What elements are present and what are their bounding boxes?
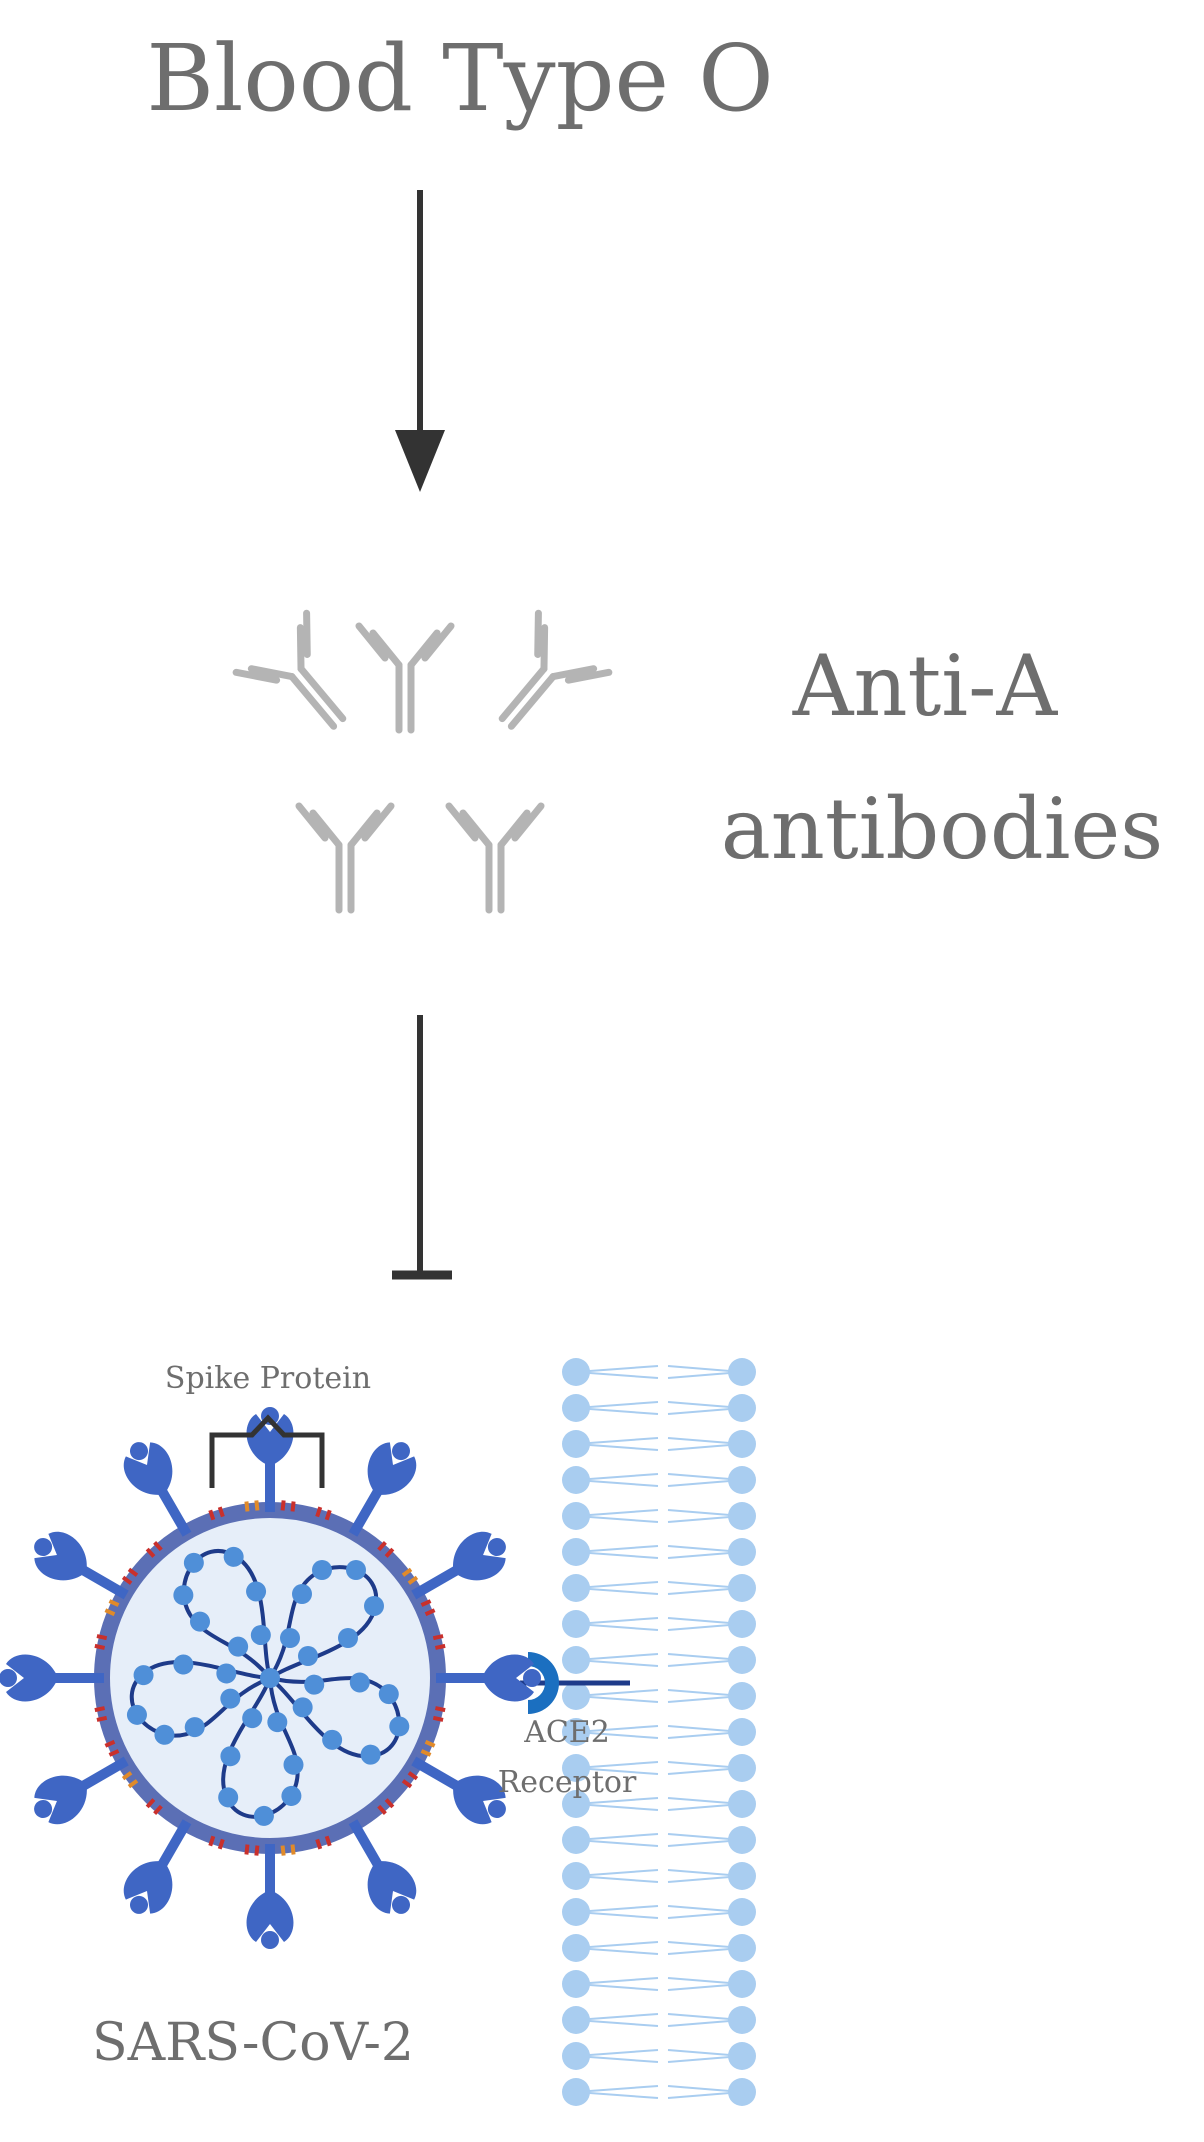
lipid-head — [728, 1898, 756, 1926]
spike-proteins — [0, 1407, 541, 1949]
rna-loop — [173, 1546, 272, 1680]
lipid-head — [728, 1502, 756, 1530]
sars-cov-2-label: SARS-CoV-2 — [92, 2013, 414, 2073]
cell-membrane — [562, 1358, 756, 2106]
lipid-head — [562, 1718, 590, 1746]
lipid-head — [728, 1862, 756, 1890]
lipid-head — [562, 1754, 590, 1782]
lipid-head — [728, 1718, 756, 1746]
lipid-head — [728, 1646, 756, 1674]
lipid-head — [562, 1574, 590, 1602]
spike-protein — [34, 1756, 129, 1825]
spike-protein — [348, 1442, 417, 1537]
lipid-head — [562, 1358, 590, 1386]
lipid-head — [562, 1898, 590, 1926]
activation-arrow — [395, 190, 445, 492]
lipid-head — [728, 2006, 756, 2034]
spike-protein-label: Spike Protein — [165, 1361, 371, 1396]
ace2-label: ACE2 — [523, 1715, 610, 1750]
lipid-head — [562, 1430, 590, 1458]
spike-protein — [436, 1654, 541, 1702]
antibodies-label: antibodies — [721, 780, 1164, 878]
lipid-head — [562, 1502, 590, 1530]
lipid-head — [562, 1862, 590, 1890]
lipid-head — [728, 1430, 756, 1458]
lipid-head — [728, 2042, 756, 2070]
lipid-head — [728, 2078, 756, 2106]
rna-loop — [126, 1654, 271, 1745]
spike-protein — [123, 1819, 192, 1914]
lipid-head — [562, 1790, 590, 1818]
sars-cov-2-virus — [0, 1407, 541, 1949]
lipid-head — [562, 1538, 590, 1566]
rna-loop — [218, 1677, 304, 1826]
lipid-head — [562, 1826, 590, 1854]
anti-a-label: Anti-A — [792, 637, 1059, 735]
lipid-head — [562, 1646, 590, 1674]
lipid-head — [562, 2006, 590, 2034]
antibody-1 — [232, 609, 347, 730]
spike-protein-bracket — [209, 1414, 325, 1488]
lipid-head — [728, 1934, 756, 1962]
spike-protein — [246, 1844, 294, 1949]
spike-protein — [34, 1531, 129, 1600]
lipid-head — [728, 1826, 756, 1854]
spike-protein — [348, 1819, 417, 1914]
antibody-2 — [355, 622, 455, 734]
spike-protein — [0, 1654, 104, 1702]
receptor-label: Receptor — [498, 1765, 637, 1800]
spike-protein — [411, 1756, 506, 1825]
antibody-4 — [295, 802, 395, 914]
lipid-head — [728, 1790, 756, 1818]
lipid-head — [562, 1682, 590, 1710]
lipid-head — [728, 1394, 756, 1422]
rna-loop — [268, 1560, 384, 1680]
lipid-head — [728, 1358, 756, 1386]
lipid-head — [728, 1466, 756, 1494]
lipid-head — [728, 1682, 756, 1710]
rna-loop — [268, 1672, 410, 1765]
title-blood-type-o: Blood Type O — [146, 25, 773, 132]
lipid-head — [562, 1934, 590, 1962]
lipid-head — [562, 1970, 590, 1998]
lipid-head — [728, 1610, 756, 1638]
lipid-head — [562, 2042, 590, 2070]
lipid-head — [728, 1574, 756, 1602]
lipid-head — [562, 1466, 590, 1494]
spike-protein — [123, 1442, 192, 1537]
antibody-group — [232, 609, 613, 914]
lipid-head — [728, 1538, 756, 1566]
antibody-3 — [498, 609, 613, 730]
lipid-head — [728, 1754, 756, 1782]
lipid-head — [728, 1970, 756, 1998]
inhibition-bar — [392, 1015, 452, 1280]
antibody-5 — [445, 802, 545, 914]
lipid-head — [562, 1394, 590, 1422]
spike-protein — [411, 1531, 506, 1600]
lipid-head — [562, 1610, 590, 1638]
viral-rna — [126, 1546, 410, 1826]
lipid-head — [562, 2078, 590, 2106]
